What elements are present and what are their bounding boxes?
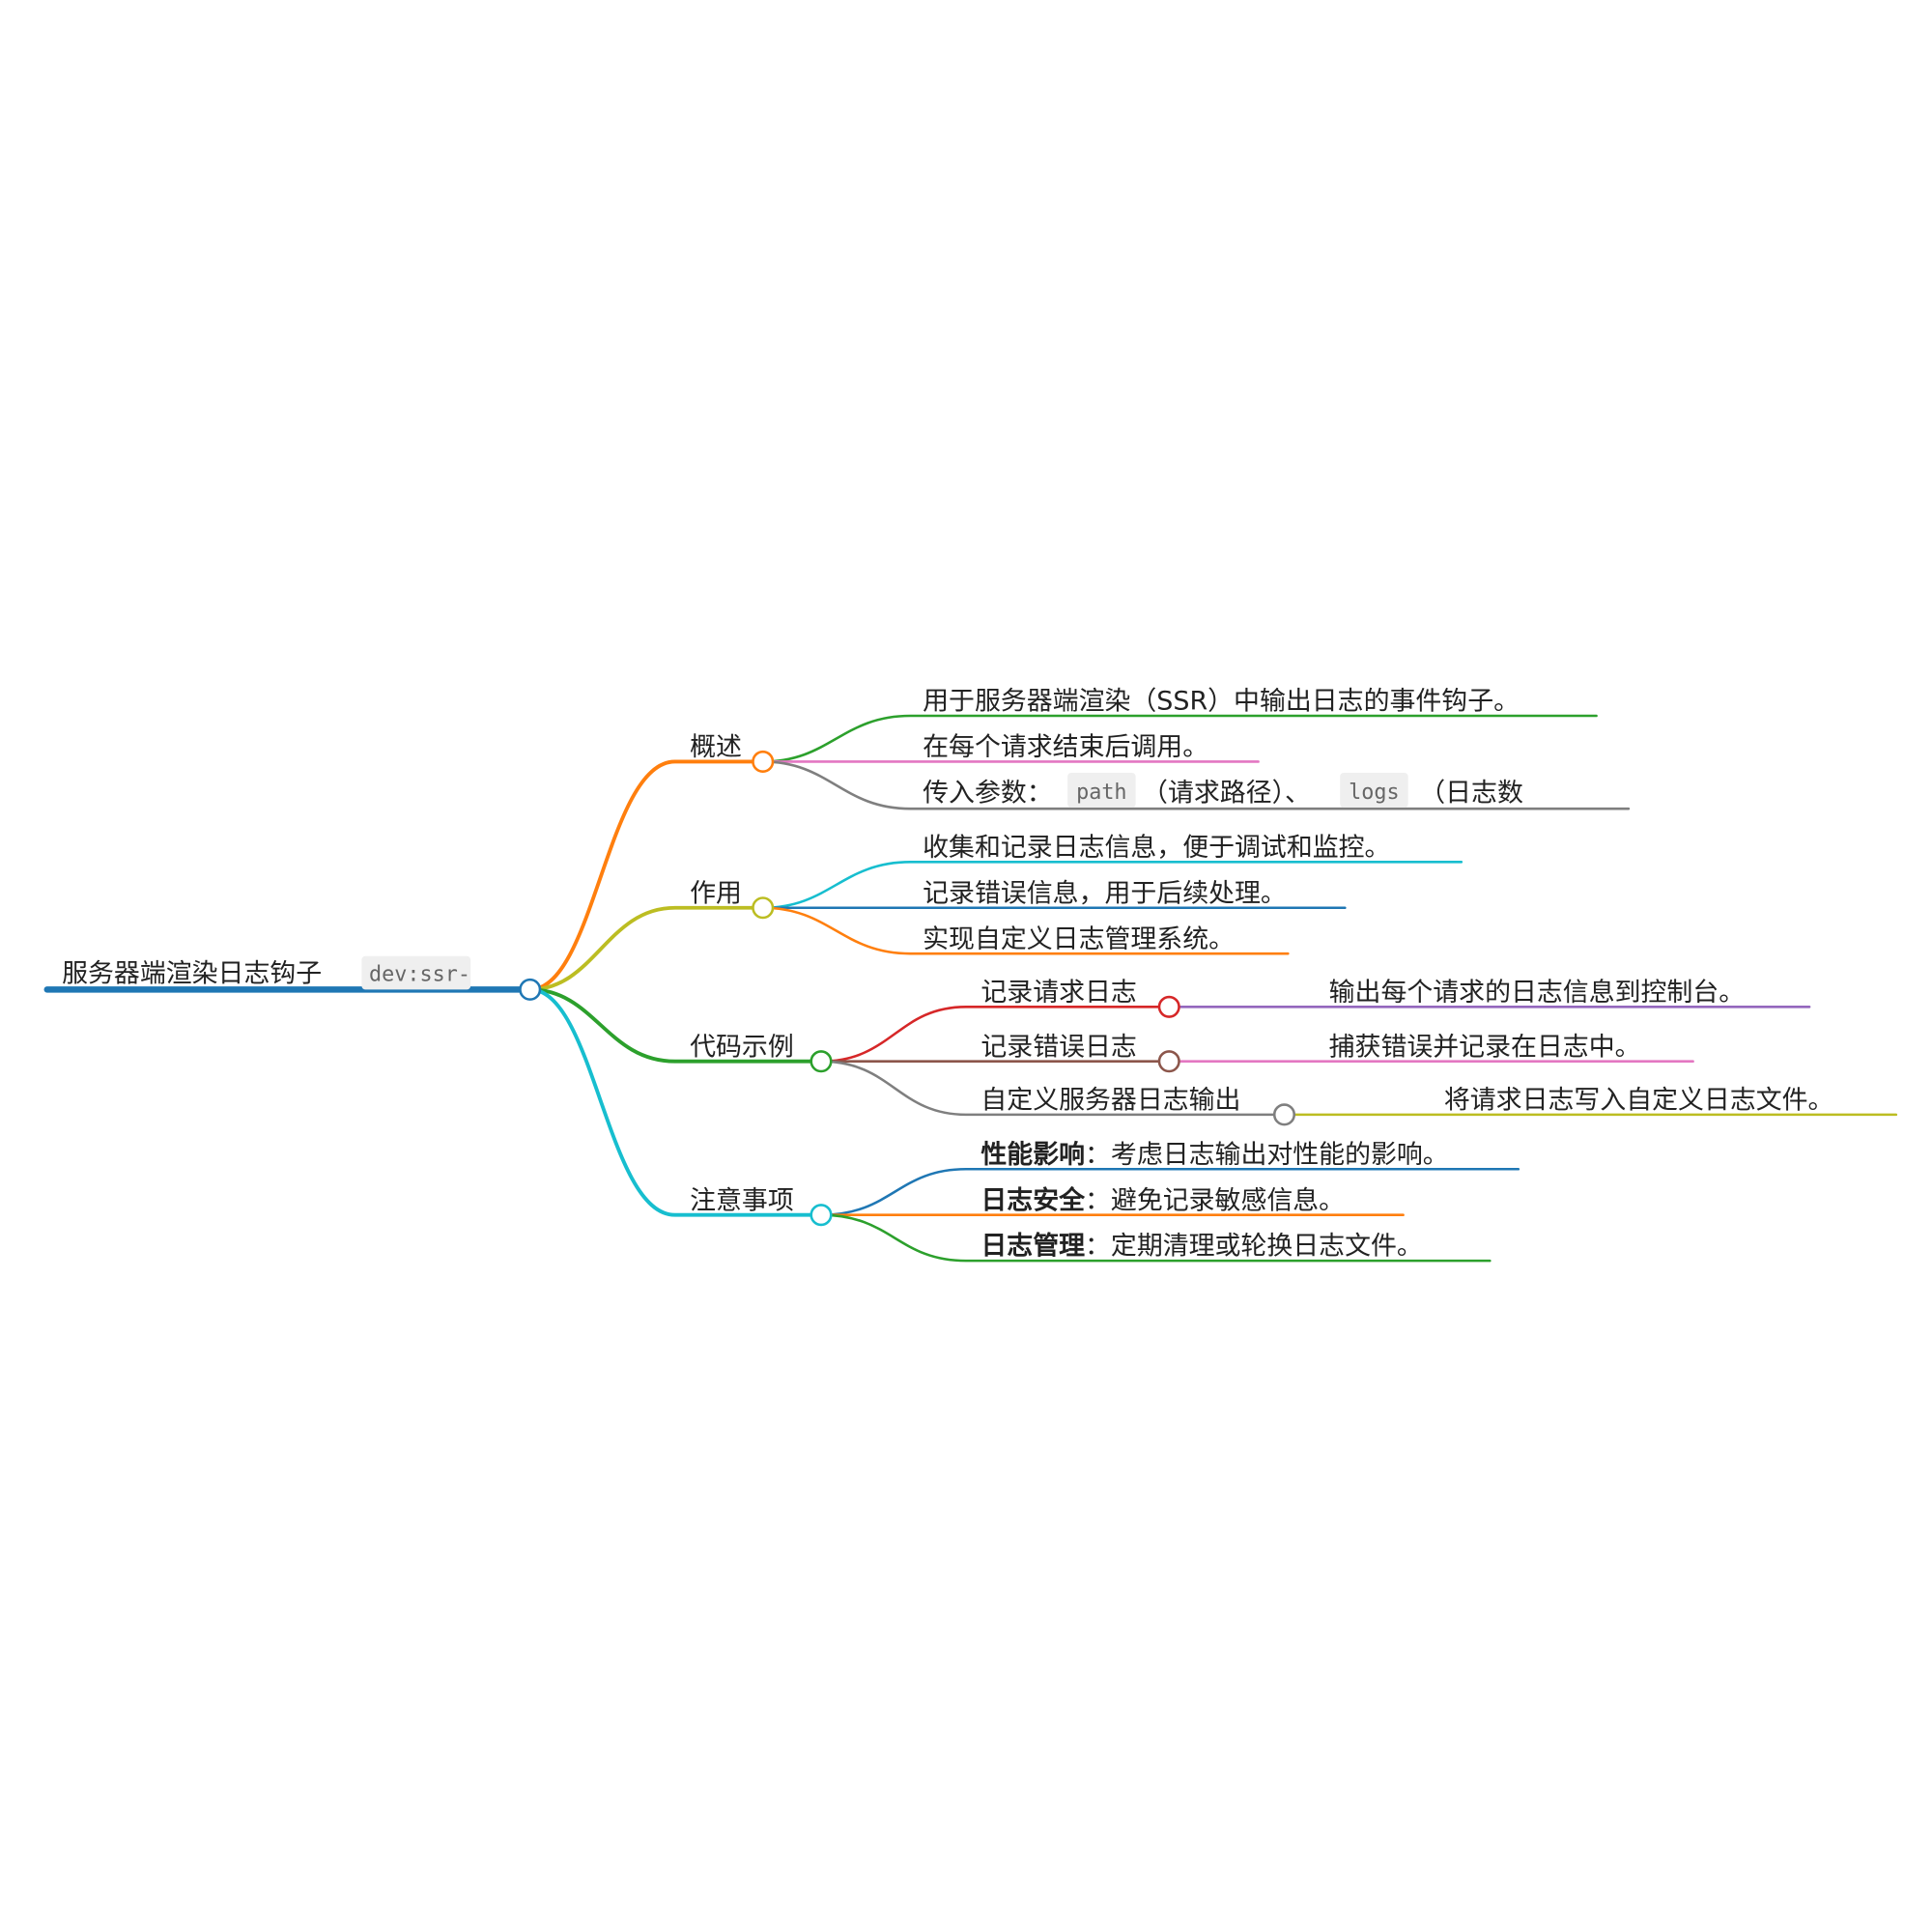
code-badge: [1067, 773, 1136, 808]
purpose-item: 记录错误信息，用于后续处理。: [923, 878, 1287, 908]
node-overview[interactable]: 概述: [690, 732, 742, 762]
edge-notes: [527, 987, 823, 1217]
purpose-item: 收集和记录日志信息，便于调试和监控。: [923, 833, 1390, 863]
example-toggle-icon[interactable]: [1157, 1050, 1180, 1073]
note-item: 性能影响：考虑日志输出对性能的影响。: [980, 1139, 1448, 1170]
example-toggle-icon[interactable]: [1272, 1103, 1296, 1126]
code-badge: [1340, 773, 1408, 808]
example-node[interactable]: 记录错误日志: [980, 1032, 1136, 1062]
example-toggle-icon[interactable]: [1157, 995, 1180, 1018]
node-notes[interactable]: 注意事项: [690, 1185, 794, 1215]
node-purpose[interactable]: 作用: [690, 878, 742, 908]
overview-item: 在每个请求结束后调用。: [923, 732, 1208, 762]
overview-item: 用于服务器端渲染（SSR）中输出日志的事件钩子。: [923, 687, 1520, 717]
root-code: dev:ssr-: [369, 962, 470, 986]
example-node[interactable]: 记录请求日志: [980, 978, 1136, 1008]
purpose-item: 实现自定义日志管理系统。: [923, 924, 1235, 954]
node-examples[interactable]: 代码示例: [690, 1032, 794, 1062]
example-node[interactable]: 自定义服务器日志输出: [980, 1085, 1240, 1115]
overview-toggle-icon[interactable]: [752, 750, 775, 774]
edge-purpose: [527, 905, 765, 992]
example-detail: 捕获错误并记录在日志中。: [1329, 1032, 1641, 1062]
example-detail: 输出每个请求的日志信息到控制台。: [1329, 978, 1746, 1008]
overview-params-suffix: （日志数: [1419, 778, 1523, 808]
notes-toggle-icon[interactable]: [810, 1204, 833, 1227]
root-toggle-icon[interactable]: [519, 978, 542, 1001]
param-logs: logs: [1349, 781, 1399, 805]
overview-params-mid: （请求路径）、: [1142, 778, 1311, 808]
edge-overview: [527, 759, 765, 992]
examples-toggle-icon[interactable]: [810, 1050, 833, 1073]
edge-examples: [527, 987, 823, 1064]
purpose-toggle-icon[interactable]: [752, 896, 775, 920]
root-title: 服务器端渲染日志钩子: [62, 959, 322, 989]
note-item: 日志安全：避免记录敏感信息。: [980, 1184, 1345, 1215]
param-path: path: [1076, 781, 1126, 805]
overview-params-prefix: 传入参数：: [923, 778, 1053, 808]
root-code-badge: [361, 955, 471, 990]
note-item: 日志管理：定期清理或轮换日志文件。: [980, 1232, 1422, 1262]
example-detail: 将请求日志写入自定义日志文件。: [1444, 1085, 1834, 1115]
